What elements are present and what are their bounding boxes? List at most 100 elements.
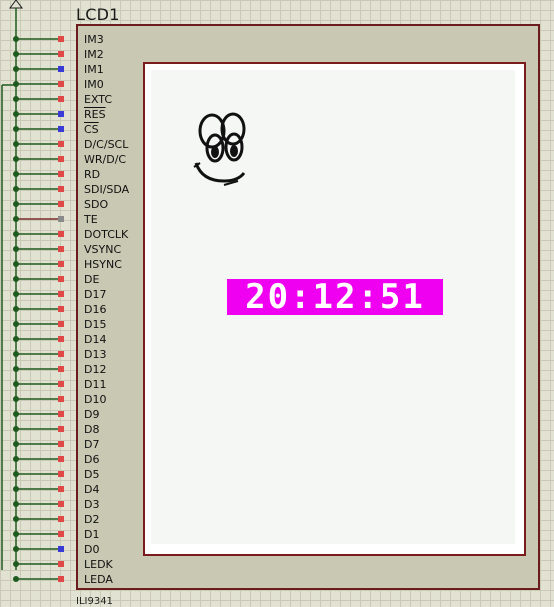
junction-dot	[13, 171, 19, 177]
junction-dot	[13, 441, 19, 447]
pin-label-d1: D1	[84, 528, 100, 541]
pin-state-marker[interactable]	[58, 441, 64, 447]
pin-state-marker[interactable]	[58, 276, 64, 282]
pin-label-d12: D12	[84, 363, 107, 376]
pin-label-dotclk: DOTCLK	[84, 228, 129, 241]
pin-label-wr-d-c: WR/D/C	[84, 153, 127, 166]
pin-label-extc: EXTC	[84, 93, 113, 106]
junction-dot	[13, 291, 19, 297]
junction-dot	[13, 141, 19, 147]
pin-state-marker[interactable]	[58, 501, 64, 507]
junction-dot	[13, 276, 19, 282]
pin-label-sdo: SDO	[84, 198, 109, 211]
pin-label-d15: D15	[84, 318, 107, 331]
junction-dot	[13, 486, 19, 492]
pin-label-d-c-scl: D/C/SCL	[84, 138, 129, 151]
pin-state-marker[interactable]	[58, 366, 64, 372]
junction-dot	[13, 321, 19, 327]
junction-dot	[13, 501, 19, 507]
junction-dot	[13, 546, 19, 552]
junction-dot	[13, 66, 19, 72]
pin-state-marker[interactable]	[58, 426, 64, 432]
junction-dot	[13, 246, 19, 252]
pin-state-marker[interactable]	[58, 51, 64, 57]
junction-dot	[13, 231, 19, 237]
pin-state-marker[interactable]	[58, 576, 64, 582]
pin-state-marker[interactable]	[58, 111, 64, 117]
junction-dot	[13, 201, 19, 207]
pin-label-d17: D17	[84, 288, 107, 301]
junction-dot	[13, 96, 19, 102]
pin-state-marker[interactable]	[58, 261, 64, 267]
junction-dot	[13, 396, 19, 402]
pin-label-d6: D6	[84, 453, 100, 466]
pin-state-marker[interactable]	[58, 531, 64, 537]
pin-label-de: DE	[84, 273, 100, 286]
pin-label-rd: RD	[84, 168, 101, 181]
component-name[interactable]: LCD1	[76, 5, 120, 24]
junction-dot	[13, 156, 19, 162]
pin-state-marker[interactable]	[58, 246, 64, 252]
pin-state-marker[interactable]	[58, 381, 64, 387]
junction-dot	[13, 216, 19, 222]
pin-state-marker[interactable]	[58, 456, 64, 462]
pin-state-marker[interactable]	[58, 231, 64, 237]
pin-state-marker[interactable]	[58, 81, 64, 87]
pin-label-d14: D14	[84, 333, 107, 346]
pin-state-marker[interactable]	[58, 411, 64, 417]
pin-state-marker[interactable]	[58, 546, 64, 552]
junction-dot	[13, 261, 19, 267]
pin-label-d7: D7	[84, 438, 100, 451]
pin-label-sdi-sda: SDI/SDA	[84, 183, 130, 196]
junction-dot	[13, 351, 19, 357]
pin-label-hsync: HSYNC	[84, 258, 122, 271]
pin-label-im0: IM0	[84, 78, 104, 91]
pin-state-marker[interactable]	[58, 201, 64, 207]
pin-label-d5: D5	[84, 468, 100, 481]
junction-dot	[13, 456, 19, 462]
pin-label-d8: D8	[84, 423, 100, 436]
pin-state-marker[interactable]	[58, 351, 64, 357]
pin-state-marker[interactable]	[58, 186, 64, 192]
junction-dot	[13, 561, 19, 567]
pin-label-d9: D9	[84, 408, 100, 421]
pin-state-marker[interactable]	[58, 471, 64, 477]
pin-state-marker[interactable]	[58, 141, 64, 147]
junction-dot	[13, 471, 19, 477]
junction-dot	[13, 426, 19, 432]
junction-dot	[13, 51, 19, 57]
pin-state-marker[interactable]	[58, 561, 64, 567]
pin-state-marker[interactable]	[58, 126, 64, 132]
pin-label-d2: D2	[84, 513, 100, 526]
pin-state-marker[interactable]	[58, 156, 64, 162]
junction-dot	[13, 336, 19, 342]
junction-dot	[13, 36, 19, 42]
pin-state-marker[interactable]	[58, 291, 64, 297]
pin-state-marker[interactable]	[58, 516, 64, 522]
pin-label-d0: D0	[84, 543, 100, 556]
pin-state-marker[interactable]	[58, 216, 64, 222]
pin-state-marker[interactable]	[58, 396, 64, 402]
pin-state-marker[interactable]	[58, 66, 64, 72]
pin-state-marker[interactable]	[58, 171, 64, 177]
pin-label-d13: D13	[84, 348, 107, 361]
pin-state-marker[interactable]	[58, 306, 64, 312]
pin-label-d10: D10	[84, 393, 107, 406]
pin-label-cs: CS	[84, 123, 99, 136]
power-terminal-icon	[9, 0, 23, 9]
pin-state-marker[interactable]	[58, 486, 64, 492]
pin-label-d16: D16	[84, 303, 107, 316]
pin-state-marker[interactable]	[58, 96, 64, 102]
junction-dot	[13, 576, 19, 582]
pin-state-marker[interactable]	[58, 336, 64, 342]
pin-label-im2: IM2	[84, 48, 104, 61]
smiley-face-icon	[193, 112, 246, 186]
pin-label-res: RES	[84, 108, 106, 121]
junction-dot	[13, 381, 19, 387]
pin-state-marker[interactable]	[58, 36, 64, 42]
pin-state-marker[interactable]	[58, 321, 64, 327]
pin-label-im1: IM1	[84, 63, 104, 76]
pin-label-d4: D4	[84, 483, 100, 496]
pin-label-te: TE	[84, 213, 98, 226]
